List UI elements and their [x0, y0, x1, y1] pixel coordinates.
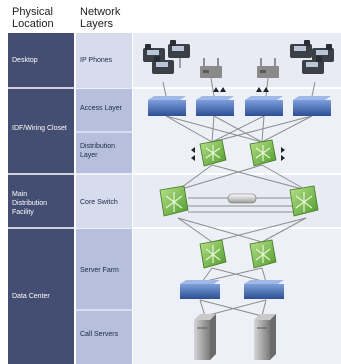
call-server-icon [254, 314, 276, 360]
network-layers-header-line2: Layers [80, 18, 114, 30]
core-link-device-icon [227, 193, 257, 204]
ip-phones-cell [76, 33, 132, 88]
poe-arrow-icon [213, 87, 269, 92]
data-center-band [133, 229, 341, 364]
distribution-arrow-icon [191, 147, 285, 161]
ip-phone-group-right [290, 40, 334, 74]
ip-phone-icon [168, 40, 190, 68]
network-layers-header-line1: Network [80, 6, 121, 18]
physical-location-mdf: Main Distribution Facility [12, 190, 47, 217]
distribution-switch-icon [199, 139, 227, 167]
access-switch-icon [148, 96, 186, 116]
core-switch-icon [289, 185, 319, 217]
ip-phone-icon [302, 56, 324, 74]
layer-distribution-line2: Layer [80, 152, 98, 159]
physical-location-mdf-line1: Main [12, 191, 28, 198]
layer-ip-phones: IP Phones [80, 57, 113, 64]
physical-location-header-line1: Physical [12, 6, 53, 18]
server-farm-switch-icon [180, 280, 220, 299]
wireless-access-point-icon [257, 58, 279, 78]
physical-location-header: Physical Location [12, 6, 54, 30]
server-farm-switch-icon [244, 280, 284, 299]
layer-distribution: Distribution Layer [80, 142, 115, 160]
physical-location-mdf-line3: Facility [12, 209, 34, 216]
layer-access: Access Layer [80, 105, 123, 112]
wireless-access-point-icon [200, 58, 222, 78]
access-switch-icon [293, 96, 331, 116]
server-distribution-switch-icon [199, 239, 227, 269]
layer-distribution-line1: Distribution [80, 143, 116, 150]
ip-phone-group-left [143, 40, 190, 74]
ip-phone-icon [290, 40, 312, 58]
access-switch-icon [245, 96, 283, 116]
physical-location-header-line2: Location [12, 18, 54, 30]
distribution-switch-icon [249, 139, 277, 167]
core-switch-cell [76, 175, 132, 228]
physical-location-data-center: Data Center [12, 293, 50, 300]
layer-server-farm: Server Farm [80, 267, 119, 274]
network-layers-header: Network Layers [80, 6, 120, 30]
layer-core-switch: Core Switch [80, 199, 118, 206]
ip-phone-icon [152, 56, 174, 74]
core-switch-icon [159, 185, 189, 217]
access-switch-icon [196, 96, 234, 116]
server-distribution-switch-icon [249, 239, 277, 269]
physical-location-mdf-line2: Distribution [12, 200, 48, 207]
layer-call-servers: Call Servers [80, 331, 119, 338]
physical-location-desktop: Desktop [12, 57, 38, 64]
call-server-icon [194, 314, 216, 360]
links [162, 77, 316, 317]
physical-location-idf: IDF/Wiring Closet [12, 125, 67, 132]
